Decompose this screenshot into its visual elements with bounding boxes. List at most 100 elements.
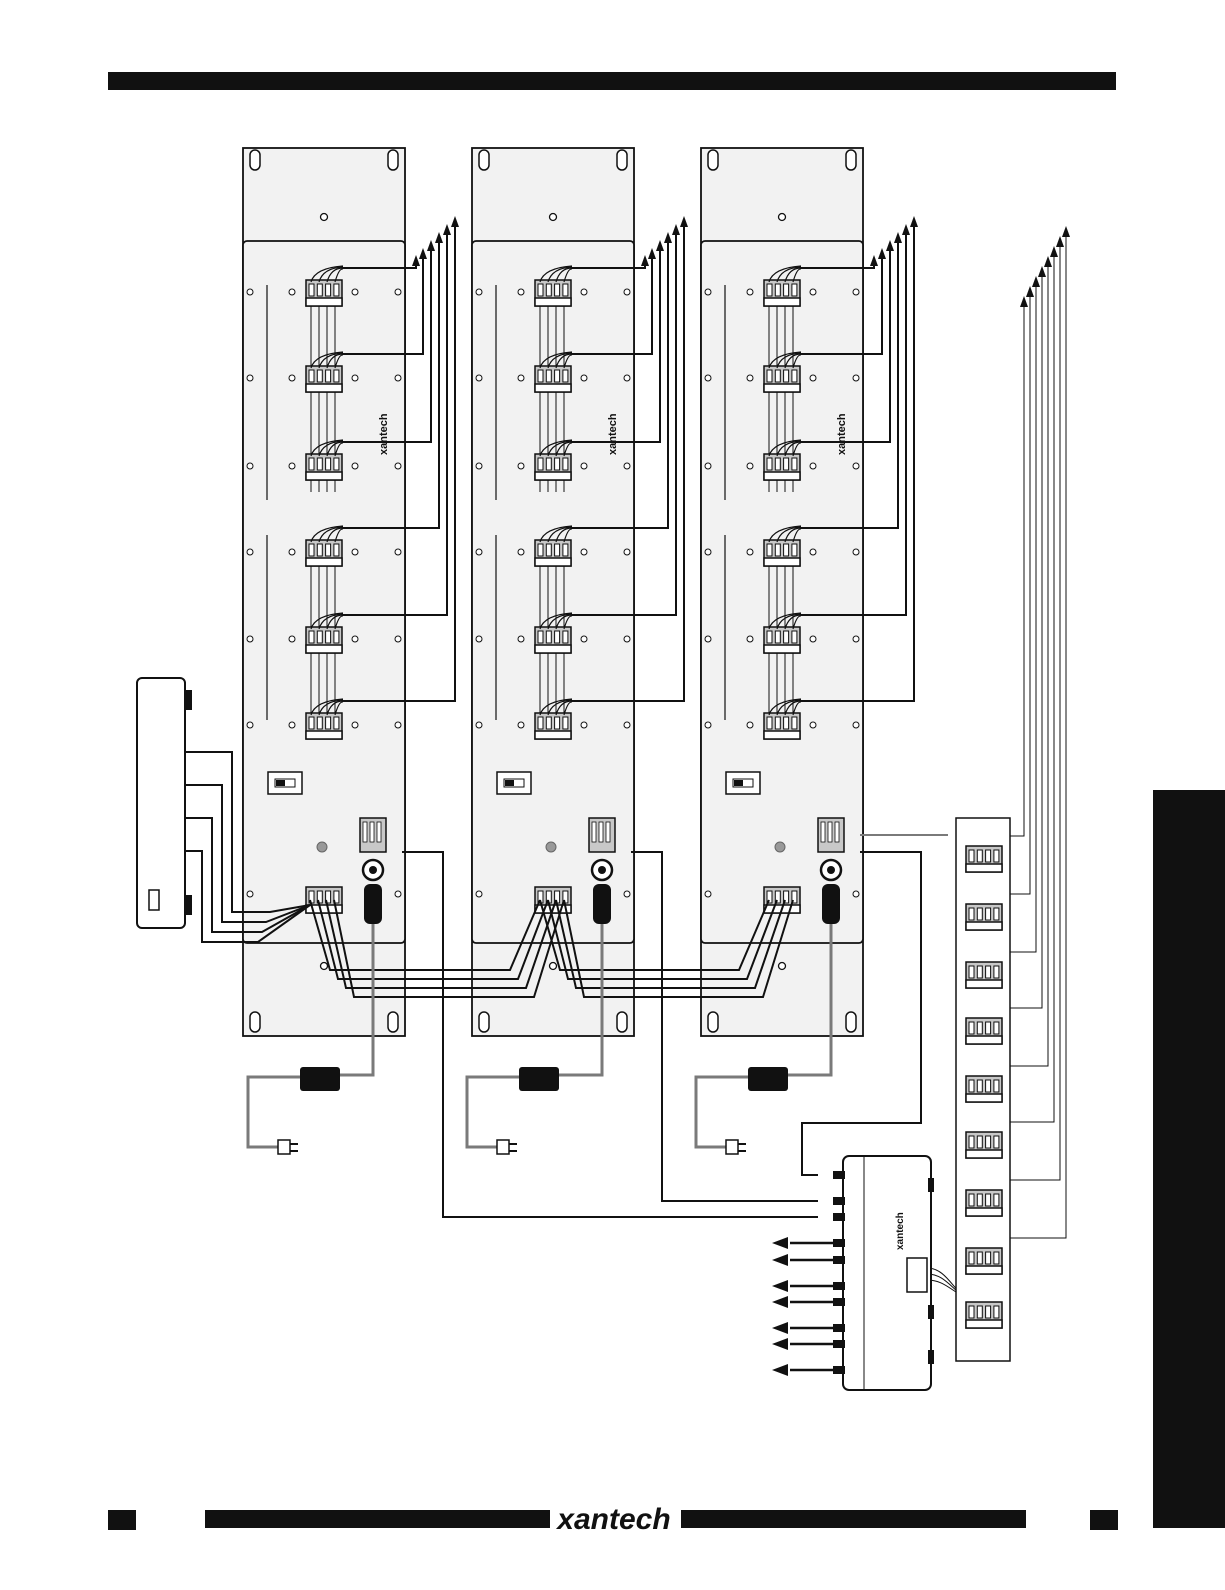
- zone-connector-1-pin: [767, 284, 772, 296]
- zone-connector-5-pin: [775, 631, 780, 643]
- zone-connector-1-pin: [563, 284, 568, 296]
- power-plug: [593, 884, 611, 924]
- screw-hole: [518, 636, 524, 642]
- strip-output-wire: [1008, 286, 1036, 952]
- zone-connector-4-pin: [538, 544, 543, 556]
- zone-connector-4-pin: [784, 544, 789, 556]
- strip-output-wire: [1008, 306, 1024, 836]
- screw-hole: [624, 722, 630, 728]
- link-connector-pin: [370, 822, 374, 842]
- output-arrow: [886, 240, 894, 251]
- zone-connector-4-pin: [775, 544, 780, 556]
- screw-hole: [624, 375, 630, 381]
- screw-hole: [518, 375, 524, 381]
- strip-output-arrow: [1038, 266, 1046, 277]
- terminal-strip: [956, 818, 1010, 1361]
- screw-hole: [289, 722, 295, 728]
- screw-hole: [581, 722, 587, 728]
- mounting-slot: [617, 150, 627, 170]
- mounting-slot: [479, 150, 489, 170]
- mounting-hole: [321, 214, 328, 221]
- panel-logo: xantech: [378, 413, 390, 455]
- ir-hub-jack: [833, 1239, 845, 1247]
- output-arrow: [910, 216, 918, 227]
- screw-hole: [247, 549, 253, 555]
- strip-connector-8-pin: [994, 1252, 999, 1264]
- screw-hole: [705, 891, 711, 897]
- ir-hub-jack: [833, 1171, 845, 1179]
- link-connector-pin: [363, 822, 367, 842]
- zone-connector-4-base: [535, 558, 571, 566]
- mounting-hole: [550, 214, 557, 221]
- zone-connector-2-pin: [309, 370, 314, 382]
- dip-switch-knob: [734, 780, 743, 786]
- strip-connector-8-base: [966, 1266, 1002, 1274]
- output-arrow: [648, 248, 656, 259]
- panels-layer: xantechxantechxantech: [243, 148, 863, 1036]
- zone-connector-2-pin: [538, 370, 543, 382]
- screw-hole: [853, 375, 859, 381]
- power-supply-brick: [748, 1067, 788, 1091]
- zone-connector-5-pin: [555, 631, 560, 643]
- zone-connector-5-pin: [546, 631, 551, 643]
- screw-hole: [247, 375, 253, 381]
- zone-connector-5-pin: [767, 631, 772, 643]
- screw-hole: [810, 375, 816, 381]
- zone-connector-3-pin: [546, 458, 551, 470]
- screw-hole: [476, 636, 482, 642]
- rack-panel-2: xantech: [472, 148, 634, 1036]
- zone-connector-3-pin: [538, 458, 543, 470]
- status-led: [317, 842, 327, 852]
- strip-connector-3-pin: [977, 966, 982, 978]
- zone-connector-6-pin: [775, 717, 780, 729]
- screw-hole: [395, 549, 401, 555]
- status-led: [775, 842, 785, 852]
- output-arrow: [878, 248, 886, 259]
- screw-hole: [289, 289, 295, 295]
- zone-connector-6-pin: [538, 717, 543, 729]
- zone-connector-3-pin: [784, 458, 789, 470]
- strip-connector-3-pin: [994, 966, 999, 978]
- zone-connector-3-base: [764, 472, 800, 480]
- ir-hub-terminal: [907, 1258, 927, 1292]
- strip-connector-7-base: [966, 1208, 1002, 1216]
- screw-hole: [395, 636, 401, 642]
- strip-connector-9-base: [966, 1320, 1002, 1328]
- zone-connector-4-base: [306, 558, 342, 566]
- strip-connector-9-pin: [969, 1306, 974, 1318]
- zone-connector-2-pin: [563, 370, 568, 382]
- screw-hole: [705, 463, 711, 469]
- strip-connector-4-pin: [969, 1022, 974, 1034]
- link-connector-pin: [377, 822, 381, 842]
- strip-output-arrow: [1044, 256, 1052, 267]
- zone-connector-6-pin: [563, 717, 568, 729]
- zone-connector-2-pin: [784, 370, 789, 382]
- link-connector-pin: [821, 822, 825, 842]
- header-bar: [108, 72, 1116, 90]
- strip-output-arrow: [1050, 246, 1058, 257]
- zone-connector-4-pin: [767, 544, 772, 556]
- strip-connector-8-pin: [969, 1252, 974, 1264]
- ir-hub-jack: [833, 1213, 845, 1221]
- screw-hole: [624, 636, 630, 642]
- ir-hub-jack: [833, 1298, 845, 1306]
- strip-output-arrow: [1056, 236, 1064, 247]
- screw-hole: [705, 722, 711, 728]
- zone-connector-5-pin: [326, 631, 331, 643]
- ir-hub-jack: [833, 1197, 845, 1205]
- zone-connector-3-pin: [317, 458, 322, 470]
- screw-hole: [476, 722, 482, 728]
- mounting-slot: [708, 1012, 718, 1032]
- screw-hole: [352, 375, 358, 381]
- strip-output-arrow: [1062, 226, 1070, 237]
- link-connector-pin: [599, 822, 603, 842]
- zone-connector-2-base: [306, 384, 342, 392]
- strip-connector-2-pin: [986, 908, 991, 920]
- zone-connector-5-pin: [309, 631, 314, 643]
- zone-connector-4-pin: [334, 544, 339, 556]
- zone-connector-5-pin: [784, 631, 789, 643]
- strip-connector-2-pin: [977, 908, 982, 920]
- screw-hole: [476, 289, 482, 295]
- strip-connector-1-pin: [977, 850, 982, 862]
- mounting-slot: [846, 150, 856, 170]
